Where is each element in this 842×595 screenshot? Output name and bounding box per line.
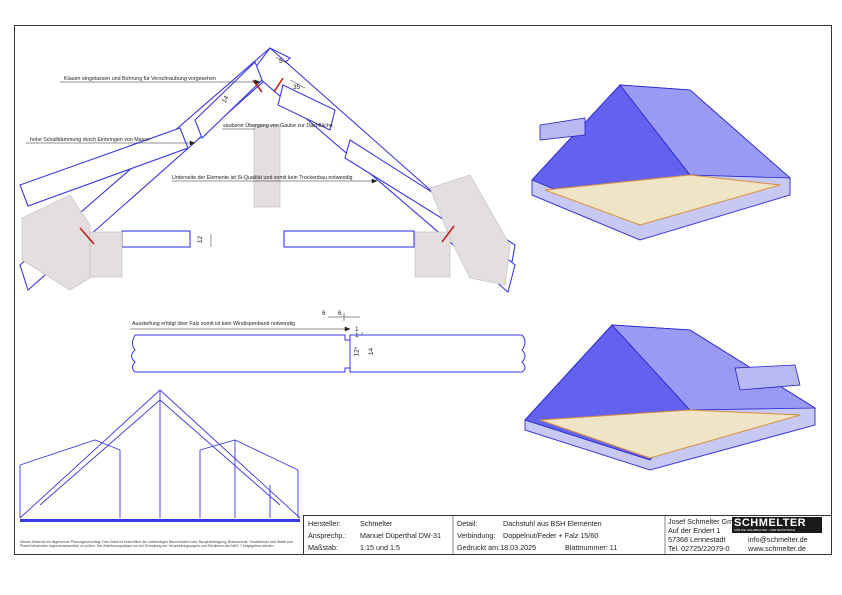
hersteller-value: Schmelter [360, 519, 393, 528]
elevation-left-wing [19, 439, 121, 466]
verbindung-value: Doppelnut/Feder + Falz 15/60 [503, 531, 599, 540]
sheet-number: Blattnummer: 11 [565, 543, 618, 552]
dimension-6-left: 6 [322, 310, 326, 317]
left-wall [89, 231, 123, 278]
logo-tagline: FÜR DIE HOLZBAUTEN - UND BAUSTOFFE [734, 528, 795, 532]
annotation-claws: Klauen eingelassen und Bohrung für Versc… [64, 76, 216, 82]
cut-mark-4 [441, 225, 455, 243]
left-ceiling-beam [121, 230, 191, 248]
dimension-1-top: 1 [355, 326, 359, 333]
board-right [349, 334, 526, 373]
sheet-frame [14, 25, 832, 555]
dimension-6-right: 6 [338, 310, 342, 317]
disclaimer-text: Dieses Detail ist ein allgemeiner Planun… [20, 540, 294, 549]
left-upper-cutout [194, 61, 263, 139]
elevation-floor [20, 519, 300, 522]
hersteller-label: Hersteller: [308, 519, 341, 528]
annotation-underside: Unterseite der Elemente ist Si-Qualität … [172, 175, 353, 181]
dimension-5: 5 [279, 58, 283, 65]
ansprech-value: Manuel Düperthal DW-31 [360, 531, 441, 540]
dimension-14-board: 14 [368, 347, 376, 356]
detail-label: Detail: [457, 519, 478, 528]
iso-view-bottom [524, 324, 817, 471]
massstab-value: 1:15 und 1:5 [360, 543, 400, 552]
annotation-dormer: sauberer Übergang von Gaube zur Dachfläc… [223, 123, 333, 129]
ansprech-label: Ansprechp.: [308, 531, 347, 540]
elevation-right-wing [199, 439, 299, 471]
detail-value: Dachstuhl aus BSH Elementen [503, 519, 602, 528]
company-phone: Tel. 02725/22079-0 [668, 544, 730, 553]
dimension-12: 12 [197, 235, 205, 244]
right-upper-cutout [277, 84, 336, 131]
left-wall-insulation [21, 194, 91, 291]
annotation-bracing: Aussteifung erfolgt über Falz somit ist … [132, 321, 296, 327]
company-name: Josef Schmelter GmbH [668, 517, 743, 526]
right-ceiling-beam [283, 230, 415, 248]
dimension-1-bottom: 1 [355, 332, 359, 339]
company-email: info@schmelter.de [748, 535, 808, 544]
printed-date: Gedruckt am:18.03.2025 [457, 543, 537, 552]
iso-view-top [531, 84, 792, 241]
title-block [303, 515, 832, 555]
annotation-insulation: hohe Schalldämmung durch Einbringen von … [30, 137, 150, 143]
cut-mark-3 [79, 227, 95, 245]
company-city: 57368 Lennestadt [668, 535, 726, 544]
dimension-12-5: 12⁵ [353, 346, 361, 357]
massstab-label: Maßstab: [308, 543, 338, 552]
dimension-35: 35 [293, 84, 301, 91]
left-eave-panel [19, 127, 189, 207]
company-logo: SCHMELTER FÜR DIE HOLZBAUTEN - UND BAUST… [732, 517, 822, 533]
center-column [253, 124, 281, 208]
cut-mark-2 [273, 77, 284, 93]
verbindung-label: Verbindung: [457, 531, 496, 540]
company-website: www.schmelter.de [748, 544, 806, 553]
logo-wordmark: SCHMELTER [734, 517, 807, 529]
board-left [131, 334, 351, 373]
company-street: Auf der Endert 1 [668, 526, 721, 535]
